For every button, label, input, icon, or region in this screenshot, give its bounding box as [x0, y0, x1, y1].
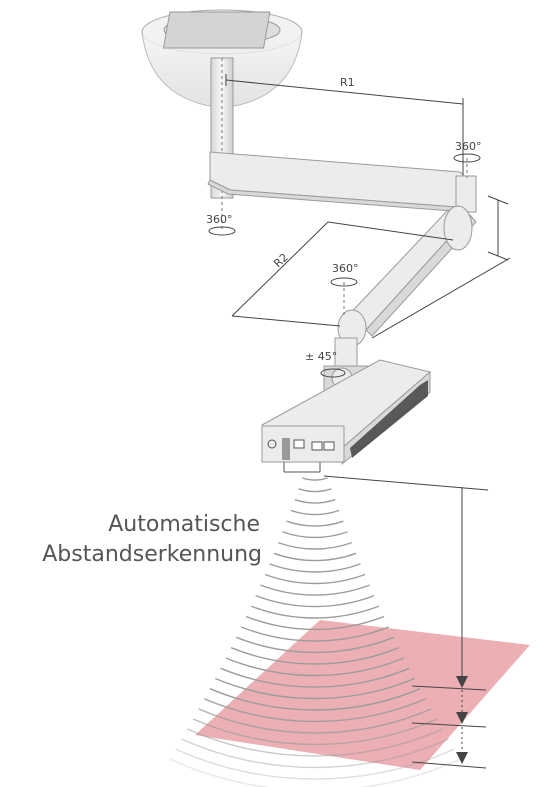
- wave-arc: [302, 477, 328, 481]
- wave-arc: [225, 657, 405, 677]
- wave-arc: [277, 541, 353, 550]
- rotation-arrow-icon: [208, 226, 236, 236]
- rotation-elbow-label: 360°: [455, 140, 482, 153]
- rotation-joint-indicator: 360°: [330, 262, 359, 318]
- upper-arm: [207, 151, 477, 213]
- target-area: [195, 620, 530, 770]
- rotation-arrow-icon: [453, 153, 481, 163]
- sensor-unit: [261, 359, 432, 473]
- wave-arc: [282, 531, 348, 539]
- arrow-down-icon: [456, 676, 468, 688]
- auto-distance-label-line1: Automatische: [108, 512, 260, 537]
- wave-arc: [245, 615, 385, 631]
- arrow-down-icon: [456, 752, 468, 764]
- rotation-joint-label: 360°: [332, 262, 359, 275]
- distance-dimension: [323, 475, 489, 769]
- wave-arc: [230, 647, 400, 665]
- wave-arc: [250, 605, 380, 619]
- wave-arc: [298, 488, 332, 493]
- wave-arc: [273, 552, 357, 562]
- rotation-elbow-indicator: 360°: [453, 140, 482, 178]
- rotation-arrow-icon: [330, 277, 358, 287]
- wave-arc: [294, 498, 336, 504]
- radius-1-label: R1: [340, 76, 355, 89]
- tilt-label: ± 45°: [305, 350, 337, 363]
- wave-arc: [260, 584, 370, 596]
- wave-arc: [181, 738, 449, 769]
- wave-arc: [269, 563, 361, 573]
- radius-2-label: R2: [271, 251, 291, 270]
- wave-arc: [204, 698, 426, 723]
- wave-arc: [198, 708, 432, 734]
- wave-arc: [187, 728, 443, 757]
- wave-arc: [215, 677, 415, 700]
- rotation-ceiling-indicator: 360°: [206, 213, 236, 236]
- wave-arc: [169, 758, 461, 787]
- wave-arc: [290, 509, 340, 516]
- wave-arc: [286, 520, 344, 527]
- wave-arc: [240, 626, 390, 642]
- auto-distance-label-line2: Abstandserkennung: [42, 542, 262, 567]
- wave-arc: [235, 636, 395, 654]
- height-adjust-dimension: [371, 195, 511, 339]
- rotation-arrow-icon: [320, 368, 346, 378]
- wave-arc: [255, 594, 375, 608]
- lower-arm: [337, 205, 477, 347]
- wave-arc: [264, 573, 366, 585]
- arrow-down-icon: [456, 712, 468, 724]
- wave-arc: [220, 667, 410, 688]
- wave-arc: [192, 718, 438, 746]
- rotation-ceiling-label: 360°: [206, 213, 233, 226]
- wave-arc: [209, 688, 421, 711]
